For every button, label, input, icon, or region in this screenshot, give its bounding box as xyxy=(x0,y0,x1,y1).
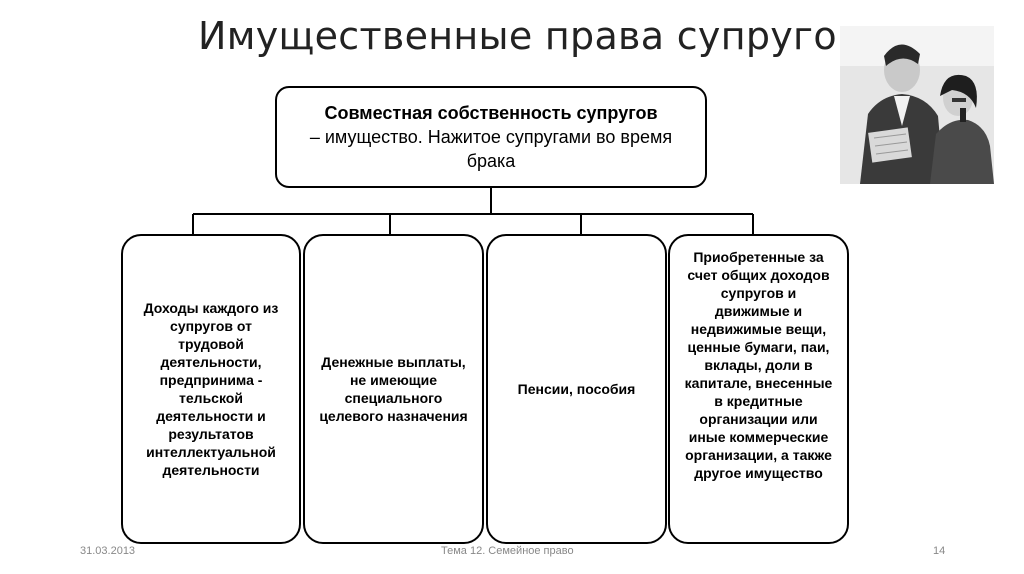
child-text: Приобретенные за счет общих доходов супр… xyxy=(684,249,833,481)
child-text: Денежные выплаты, не имеющие специальног… xyxy=(319,354,468,424)
child-box-acquired-property: Приобретенные за счет общих доходов супр… xyxy=(668,234,849,544)
child-box-income: Доходы каждого из супругов от трудовой д… xyxy=(121,234,301,544)
footer-date: 31.03.2013 xyxy=(80,545,136,557)
footer-page-number: 14 xyxy=(933,545,946,557)
child-text: Доходы каждого из супругов от трудовой д… xyxy=(143,300,279,478)
child-text: Пенсии, пособия xyxy=(517,381,636,397)
footer-topic: Тема 12. Семейное право xyxy=(441,545,574,557)
slide-title: Имущественные права супругов xyxy=(198,14,860,58)
root-heading: Совместная собственность супругов xyxy=(324,103,658,123)
root-text: – имущество. Нажитое супругами во время … xyxy=(309,127,673,171)
root-box: Совместная собственность супругов – имущ… xyxy=(275,86,707,188)
business-people-photo xyxy=(840,26,994,184)
child-box-pensions: Пенсии, пособия xyxy=(486,234,667,544)
child-box-payments: Денежные выплаты, не имеющие специальног… xyxy=(303,234,484,544)
